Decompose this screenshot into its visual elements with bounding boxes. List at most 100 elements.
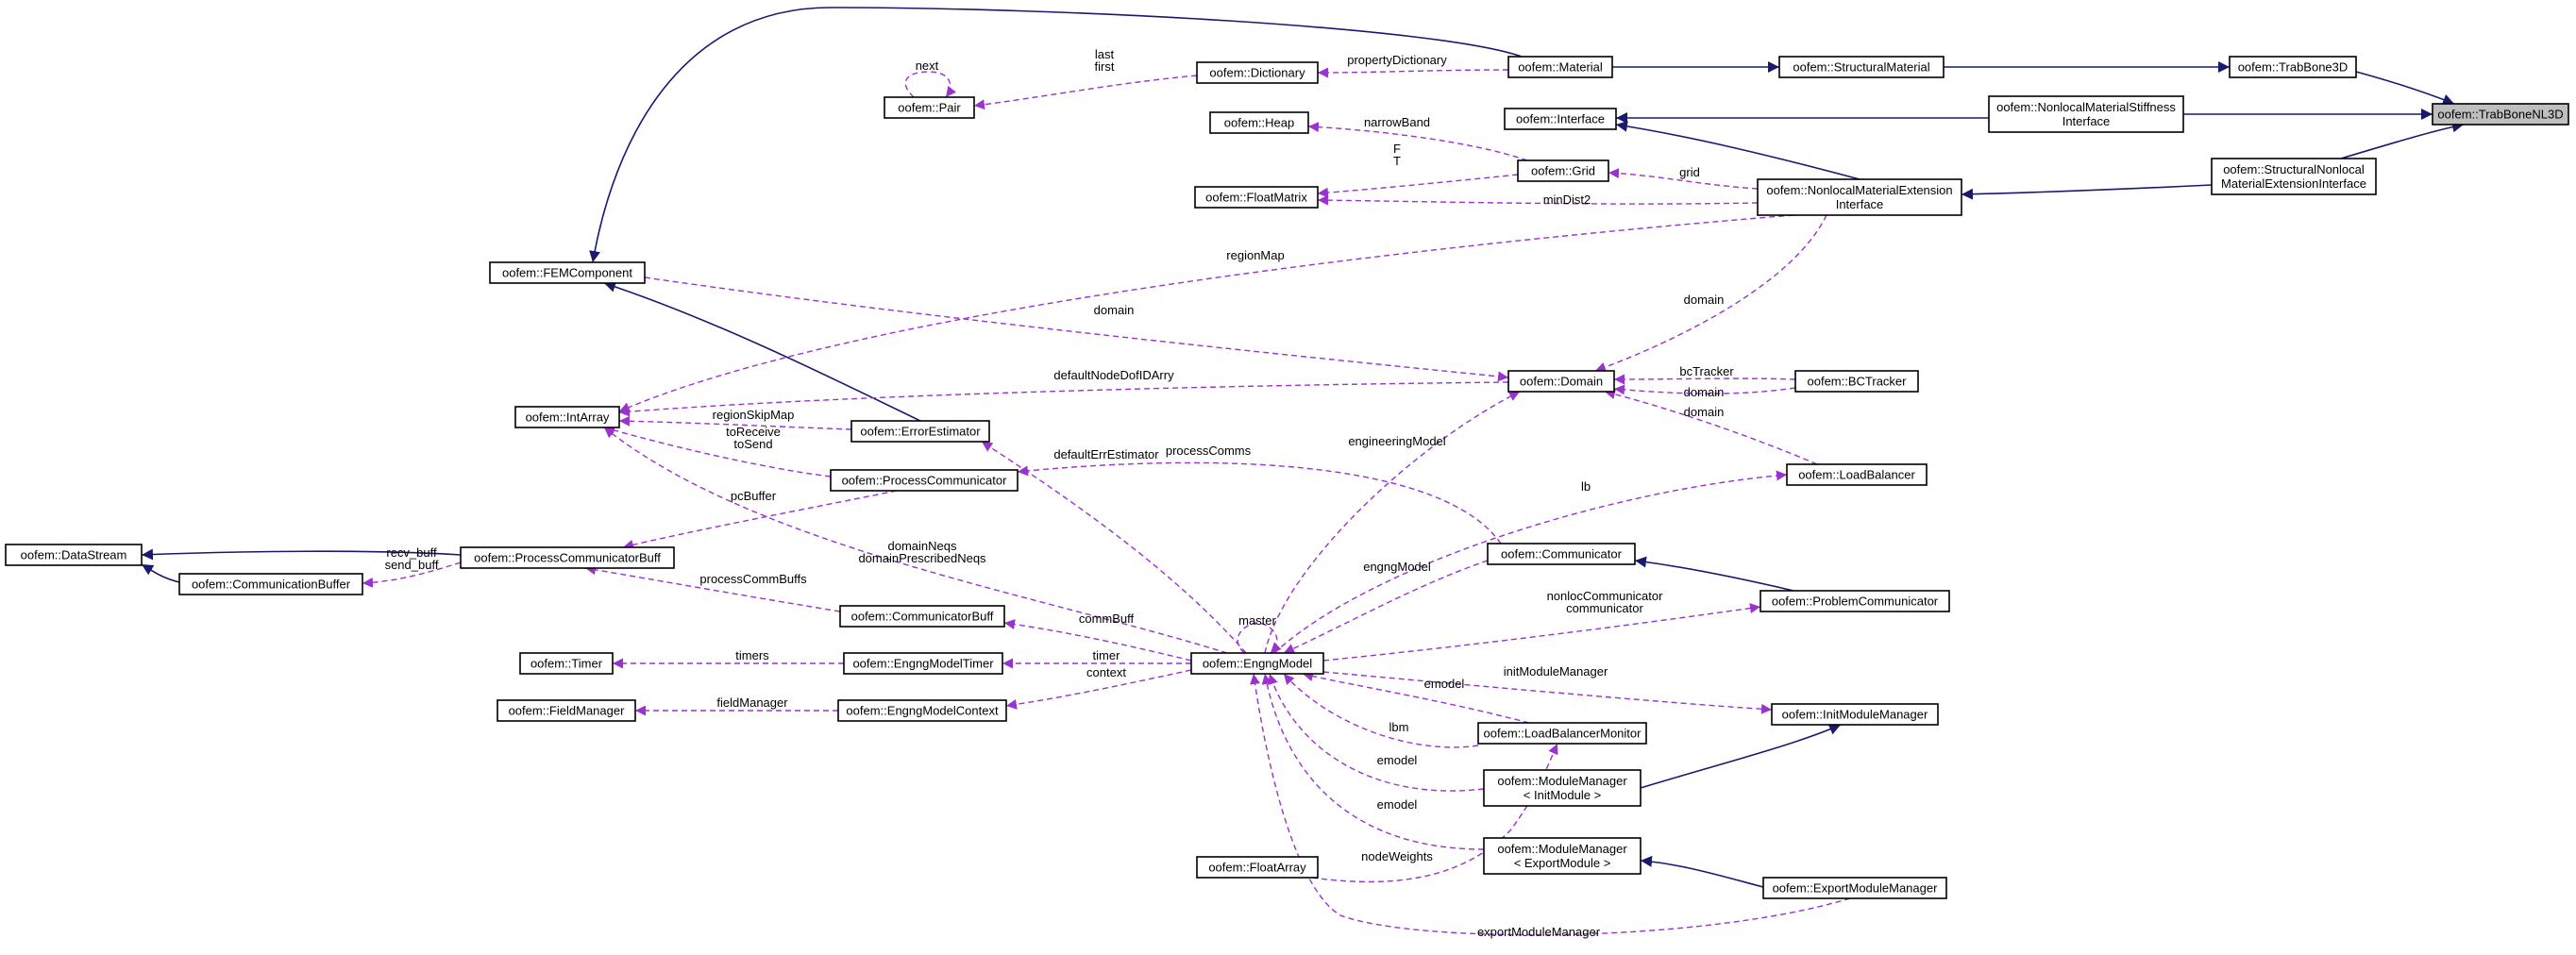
edge-domain-to-engng-model: engineeringModel [1264,391,1521,654]
edge-femcomponent-to-error-estimator [603,281,921,422]
edge-grid-to-nonlocal-material-extension-interface: grid [1608,165,1759,190]
class-node-femcomponent[interactable]: oofem::FEMComponent [489,261,646,284]
class-node-nonlocal-material-extension-interface[interactable]: oofem::NonlocalMaterialExtensionInterfac… [1757,178,1962,216]
class-box [1209,111,1309,134]
inheritance-arrow [1640,724,1842,789]
class-node-communicator-buff[interactable]: oofem::CommunicatorBuff [839,605,1005,628]
class-name: oofem::ModuleManager [1497,842,1627,856]
usage-arrow [1608,168,1759,190]
class-node-communication-buffer[interactable]: oofem::CommunicationBuffer [178,573,363,595]
class-node-engng-model-context[interactable]: oofem::EngngModelContext [837,699,1007,722]
class-name: oofem::EngngModel [1203,657,1312,671]
class-name: oofem::LoadBalancer [1798,468,1915,482]
usage-arrow [904,71,957,98]
class-name: oofem::EngngModelContext [846,704,999,718]
edge-load-balancer-monitor-to-engng-model: lbm [1283,673,1479,748]
class-node-trab-bone3-d[interactable]: oofem::TrabBone3D [2229,56,2357,78]
edge-label: domainPrescribedNeqs [858,551,986,565]
usage-arrow [618,415,852,430]
class-name: oofem::FloatMatrix [1205,191,1307,205]
class-node-material[interactable]: oofem::Material [1507,56,1613,78]
class-node-export-module-manager[interactable]: oofem::ExportModuleManager [1762,877,1947,899]
class-name: oofem::Dictionary [1209,66,1305,80]
class-node-grid[interactable]: oofem::Grid [1517,159,1609,182]
class-node-process-communicator-buff[interactable]: oofem::ProcessCommunicatorBuff [460,546,675,569]
class-name: oofem::EngngModelTimer [852,657,994,671]
class-node-module-manager-init[interactable]: oofem::ModuleManager< InitModule > [1483,769,1642,807]
class-node-trab-bone-nl3-d[interactable]: oofem::TrabBoneNL3D [2432,103,2569,126]
class-node-load-balancer[interactable]: oofem::LoadBalancer [1786,463,1928,486]
edge-field-manager-to-engng-model-context: fieldManager [635,695,838,716]
usage-arrow [1250,673,1851,936]
class-node-interface[interactable]: oofem::Interface [1504,108,1617,130]
class-node-init-module-manager[interactable]: oofem::InitModuleManager [1771,703,1939,726]
class-node-domain[interactable]: oofem::Domain [1507,370,1615,393]
class-name: oofem::InitModuleManager [1782,708,1928,722]
usage-arrow [1613,384,1796,395]
edge-label: domain [1684,405,1725,419]
class-node-load-balancer-monitor[interactable]: oofem::LoadBalancerMonitor [1477,722,1647,745]
class-node-error-estimator[interactable]: oofem::ErrorEstimator [850,420,990,443]
edge-pair-to-pair: next [904,59,957,98]
class-box [1757,178,1962,216]
usage-arrow [1268,673,1485,792]
usage-arrow [618,381,1509,417]
edge-label: nonlocCommunicator [1547,589,1664,603]
class-box [1517,159,1609,182]
class-node-bctracker[interactable]: oofem::BCTracker [1794,370,1919,393]
usage-arrow [1307,122,1528,161]
class-node-engng-model-timer[interactable]: oofem::EngngModelTimer [843,652,1003,675]
class-node-dictionary[interactable]: oofem::Dictionary [1196,61,1319,84]
class-node-float-array[interactable]: oofem::FloatArray [1196,856,1319,879]
class-node-structural-nonlocal-material-extension-interface[interactable]: oofem::StructuralNonlocalMaterialExtensi… [2211,158,2377,195]
class-node-structural-material[interactable]: oofem::StructuralMaterial [1778,56,1945,78]
class-name: oofem::Domain [1520,375,1603,389]
class-node-nonlocal-material-stiffness-interface[interactable]: oofem::NonlocalMaterialStiffnessInterfac… [1988,95,2184,133]
usage-arrow [1283,560,1489,654]
edge-label: T [1393,154,1401,168]
edge-label: timer [1093,648,1121,662]
class-node-process-communicator[interactable]: oofem::ProcessCommunicator [830,469,1019,492]
usage-arrow [1613,374,1796,385]
class-name: oofem::BCTracker [1808,375,1908,389]
edge-export-module-manager-to-engng-model: exportModuleManager [1250,673,1851,939]
class-node-data-stream[interactable]: oofem::DataStream [5,544,143,566]
edge-label: nodeWeights [1361,849,1433,863]
class-box [1786,463,1928,486]
inheritance-arrow [1961,184,2213,200]
class-node-engng-model[interactable]: oofem::EngngModel [1190,652,1324,675]
class-name: oofem::Pair [898,101,961,115]
class-node-field-manager[interactable]: oofem::FieldManager [497,699,636,722]
class-name: oofem::NonlocalMaterialExtension [1766,183,1952,197]
class-name: oofem::ProcessCommunicatorBuff [474,551,661,565]
class-name: oofem::FEMComponent [502,266,632,280]
edge-data-stream-to-communication-buffer [141,563,180,583]
edge-label: bcTracker [1679,364,1734,378]
class-node-float-matrix[interactable]: oofem::FloatMatrix [1194,186,1319,209]
class-box [1759,590,1950,612]
usage-arrow [1005,669,1192,710]
class-name: oofem::DataStream [21,548,127,562]
class-node-heap[interactable]: oofem::Heap [1209,111,1309,134]
usage-arrow [622,490,898,550]
inheritance-arrow [603,281,921,422]
edge-label: processComms [1166,444,1252,458]
class-name: oofem::ProcessCommunicator [842,474,1008,488]
edge-init-module-manager-to-engng-model: initModuleManager [1322,664,1773,714]
class-box [1190,652,1324,675]
class-node-problem-communicator[interactable]: oofem::ProblemCommunicator [1759,590,1950,612]
class-box [884,96,975,119]
class-node-int-array[interactable]: oofem::IntArray [514,406,620,428]
class-node-module-manager-export[interactable]: oofem::ModuleManager< ExportModule > [1483,837,1642,875]
class-name: oofem::NonlocalMaterialStiffness [1996,100,2176,114]
class-node-communicator[interactable]: oofem::Communicator [1487,543,1636,565]
class-box [1477,722,1647,745]
class-node-pair[interactable]: oofem::Pair [884,96,975,119]
usage-arrow [1317,67,1509,78]
class-node-timer[interactable]: oofem::Timer [519,652,614,675]
edge-int-array-to-error-estimator: regionSkipMap [618,408,852,430]
usage-arrow [1003,619,1192,662]
